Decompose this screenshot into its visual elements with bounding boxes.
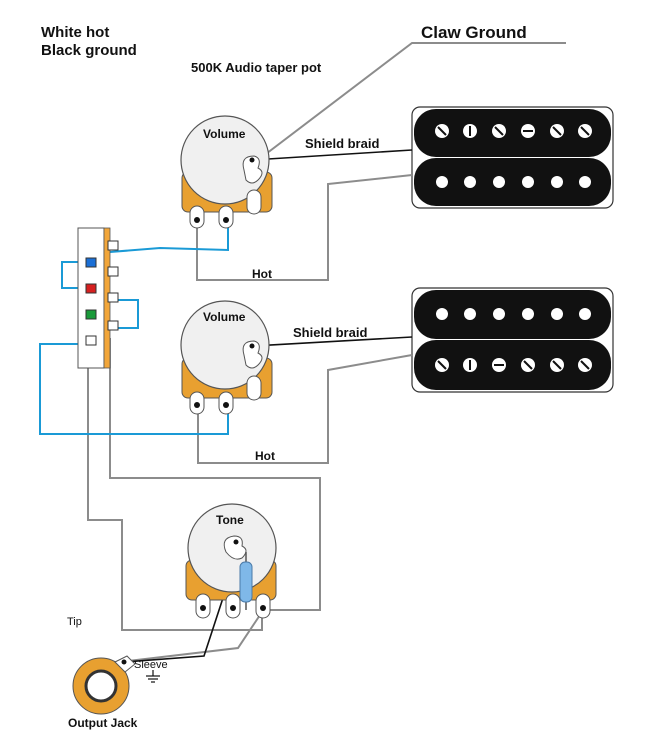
output-jack-label: Output Jack (68, 716, 138, 730)
switch-icon (77, 227, 119, 369)
blue-wires (39, 222, 229, 435)
volume-2-label: Volume (203, 310, 246, 324)
volume-pot-1-icon (180, 115, 273, 229)
legend-white-hot: White hot (41, 24, 110, 41)
tone-label: Tone (216, 513, 244, 527)
legend-black-ground: Black ground (41, 42, 137, 59)
gray-wires (87, 42, 566, 663)
hot-2-label: Hot (255, 449, 275, 463)
claw-ground-label: Claw Ground (421, 23, 527, 42)
pickup-bridge-icon (411, 287, 614, 393)
volume-pot-2-icon (180, 300, 273, 415)
ground-symbol-icon (146, 670, 160, 683)
jack-icon (72, 655, 136, 715)
sleeve-label: Sleeve (134, 659, 168, 671)
pickup-neck-icon (411, 106, 614, 209)
tone-pot-icon (185, 503, 277, 619)
tip-label: Tip (67, 616, 82, 628)
volume-1-label: Volume (203, 127, 246, 141)
hot-1-label: Hot (252, 267, 272, 281)
shield-braid-2-label: Shield braid (293, 325, 368, 340)
capacitor-icon (239, 552, 253, 610)
pot-spec-label: 500K Audio taper pot (191, 60, 322, 75)
shield-braid-1-label: Shield braid (305, 136, 380, 151)
